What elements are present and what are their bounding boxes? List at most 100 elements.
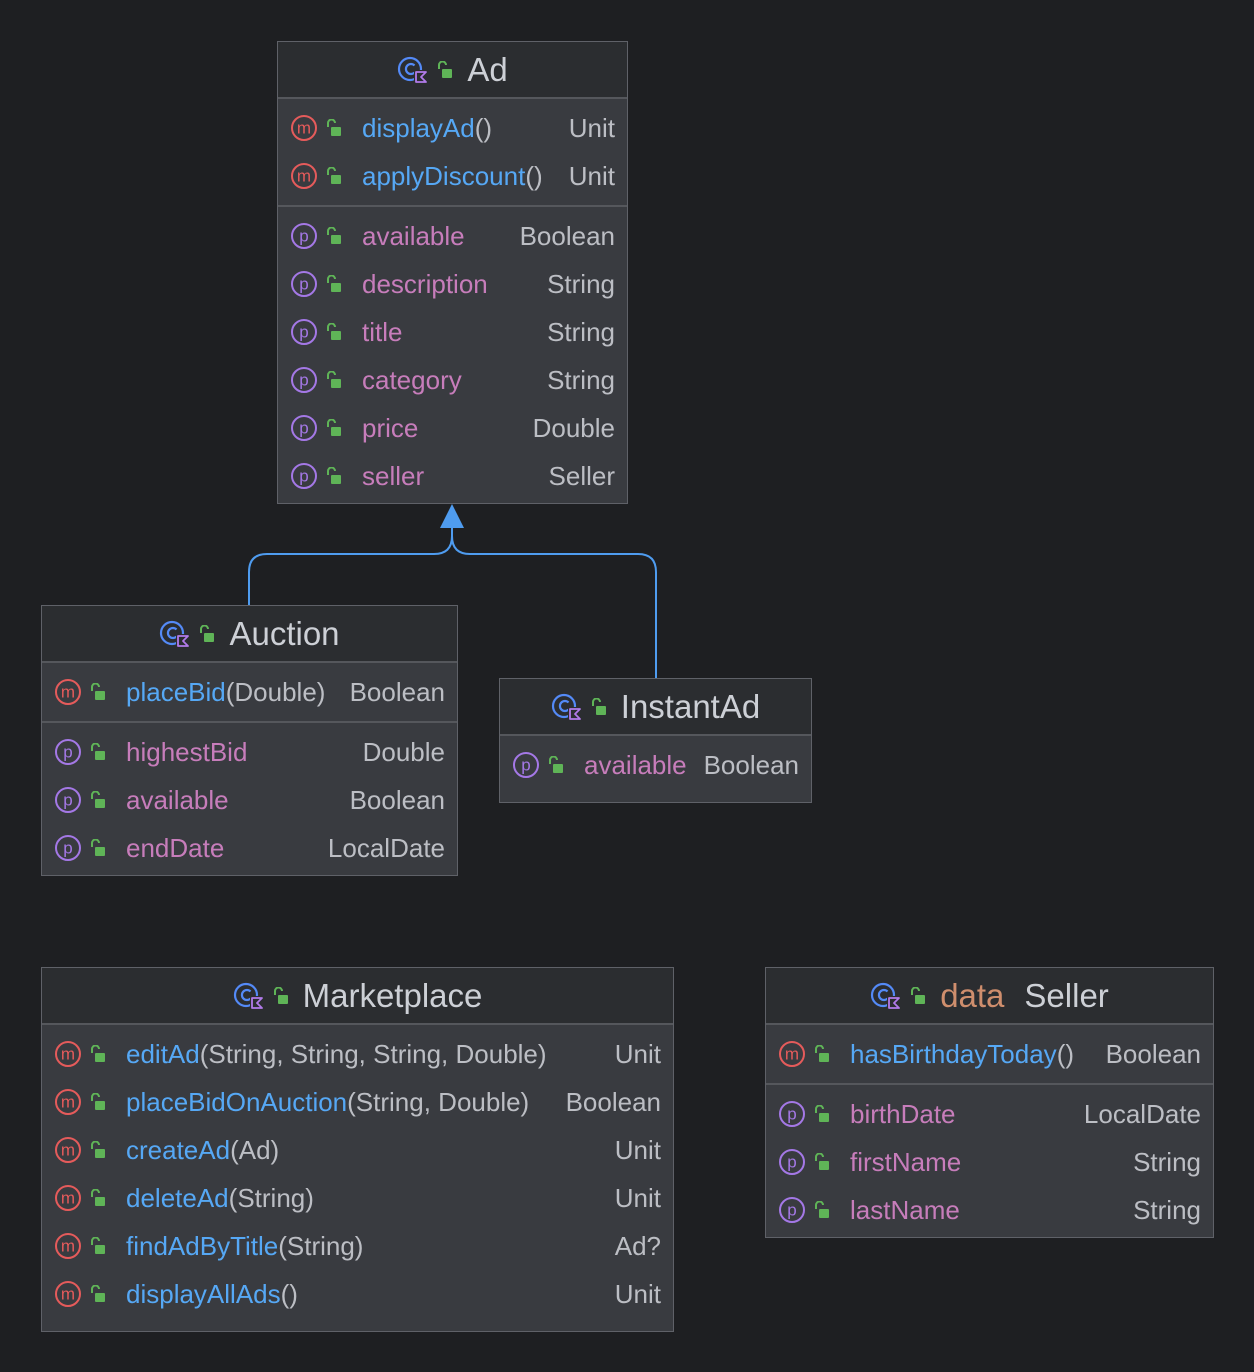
property-p-icon: p	[291, 463, 317, 489]
property-p-icon: p	[291, 271, 317, 297]
public-lock-icon	[200, 624, 215, 642]
svg-text:p: p	[63, 839, 72, 858]
property-p-icon: p	[291, 415, 317, 441]
method-name: editAd	[126, 1038, 200, 1069]
class-header-icons	[397, 55, 453, 85]
inheritance-edge-auction-ad	[248, 508, 453, 605]
method-m-icon: m	[55, 1089, 81, 1115]
svg-text:p: p	[299, 275, 308, 294]
method-params: (Ad)	[230, 1134, 280, 1165]
method-row[interactable]: m createAd(Ad) Unit	[42, 1126, 673, 1174]
public-lock-icon	[327, 371, 341, 388]
svg-text:m: m	[61, 1189, 75, 1208]
class-icon	[551, 693, 582, 720]
property-name: highestBid	[126, 736, 248, 767]
svg-text:p: p	[787, 1201, 796, 1220]
public-lock-icon	[91, 1093, 105, 1110]
method-return-type: Unit	[614, 1134, 661, 1165]
method-return-type: Unit	[614, 1182, 661, 1213]
method-m-icon: m	[55, 1137, 81, 1163]
property-p-icon: p	[513, 752, 539, 778]
property-type: LocalDate	[1083, 1098, 1201, 1129]
method-signature: hasBirthdayToday()	[850, 1039, 1074, 1070]
method-signature: createAd(Ad)	[126, 1135, 279, 1166]
class-icon	[871, 982, 902, 1009]
method-return-type: Unit	[568, 112, 615, 143]
method-params: (String, Double)	[347, 1086, 530, 1117]
property-type: String	[1133, 1194, 1201, 1225]
public-lock-icon	[327, 167, 341, 184]
property-name: seller	[362, 460, 425, 491]
public-lock-icon	[327, 275, 341, 292]
property-name: price	[362, 412, 419, 443]
method-row[interactable]: m deleteAd(String) Unit	[42, 1174, 673, 1222]
method-signature: placeBid(Double)	[126, 677, 325, 708]
method-signature: deleteAd(String)	[126, 1183, 314, 1214]
property-name: available	[584, 749, 687, 780]
method-signature: placeBidOnAuction(String, Double)	[126, 1087, 529, 1118]
svg-text:p: p	[521, 756, 530, 775]
property-type: String	[547, 268, 615, 299]
public-lock-icon	[815, 1045, 829, 1062]
public-lock-icon	[327, 119, 341, 136]
class-header-icons	[233, 981, 289, 1011]
property-type: Double	[362, 736, 445, 767]
svg-text:m: m	[61, 1045, 75, 1064]
class-name: Marketplace	[302, 976, 483, 1014]
property-name: description	[362, 268, 488, 299]
public-lock-icon	[327, 227, 341, 244]
property-row[interactable]: p description String	[278, 260, 627, 308]
public-lock-icon	[815, 1201, 829, 1218]
svg-text:p: p	[787, 1105, 796, 1124]
public-lock-icon	[91, 1237, 105, 1254]
property-p-icon: p	[291, 223, 317, 249]
property-name: available	[126, 784, 229, 815]
class-name: InstantAd	[620, 687, 761, 725]
method-signature: displayAd()	[362, 113, 492, 144]
public-lock-icon	[91, 743, 105, 760]
public-lock-icon	[91, 1189, 105, 1206]
property-row[interactable]: p birthDate LocalDate	[766, 1090, 1213, 1138]
svg-text:m: m	[61, 683, 75, 702]
method-signature: displayAllAds()	[126, 1279, 298, 1310]
class-name: Ad	[467, 50, 508, 88]
property-name: birthDate	[850, 1098, 956, 1129]
svg-text:m: m	[785, 1045, 799, 1064]
property-type: String	[1133, 1146, 1201, 1177]
svg-text:p: p	[299, 419, 308, 438]
public-lock-icon	[911, 986, 926, 1004]
svg-text:p: p	[787, 1153, 796, 1172]
property-type: String	[547, 364, 615, 395]
method-params: ()	[525, 160, 543, 191]
method-return-type: Unit	[614, 1278, 661, 1309]
method-return-type: Unit	[614, 1038, 661, 1069]
